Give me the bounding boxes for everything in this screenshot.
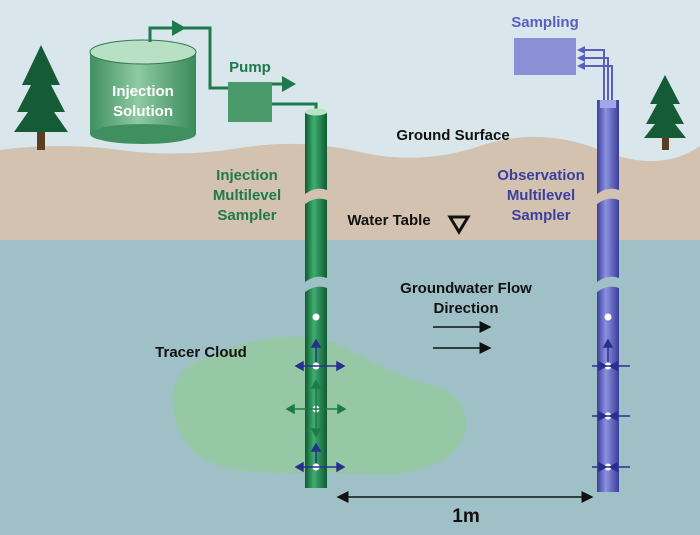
- injection-center-arrows-icon: [285, 379, 347, 438]
- sampling-label: Sampling: [511, 14, 579, 31]
- sampling-box: [514, 38, 576, 75]
- observation-sampler-label-3: Sampler: [511, 207, 570, 224]
- water-table-label: Water Table: [347, 212, 430, 229]
- observation-port-arrows-icon: [592, 338, 630, 473]
- observation-sampler-label: Observation: [497, 167, 585, 184]
- injection-sampler-label-3: Sampler: [217, 207, 276, 224]
- observation-sampler-label-2: Multilevel: [507, 187, 575, 204]
- pump-outlet-arrow-icon: [282, 76, 296, 92]
- groundwater-flow-label-2: Direction: [433, 300, 498, 317]
- injection-port-arrows-icon: [294, 338, 346, 473]
- injection-sampler-label: Injection: [216, 167, 278, 184]
- tree-right-icon: [644, 75, 686, 150]
- tank-outlet-arrow-icon: [172, 20, 186, 36]
- tree-left-icon: [14, 45, 68, 150]
- ground-layer: [0, 136, 700, 240]
- distance-label: 1m: [452, 506, 479, 527]
- sampling-inlet-arrows-icon: [577, 46, 585, 70]
- observation-sampler-pipe: [597, 100, 619, 492]
- injection-tank-icon: [89, 39, 197, 144]
- water-table-symbol-icon: [447, 215, 471, 235]
- groundwater-flow-label: Groundwater Flow: [400, 280, 532, 297]
- tracer-cloud-label: Tracer Cloud: [155, 344, 247, 361]
- injection-solution-label: Injection: [112, 83, 174, 100]
- injection-solution-label-2: Solution: [113, 103, 173, 120]
- groundwater-flow-arrows-icon: [433, 321, 492, 354]
- injection-sampler-label-2: Multilevel: [213, 187, 281, 204]
- ground-surface-label: Ground Surface: [396, 127, 509, 144]
- sampling-tubing: [584, 49, 613, 100]
- pump-box: [228, 82, 272, 122]
- pump-label: Pump: [229, 59, 271, 76]
